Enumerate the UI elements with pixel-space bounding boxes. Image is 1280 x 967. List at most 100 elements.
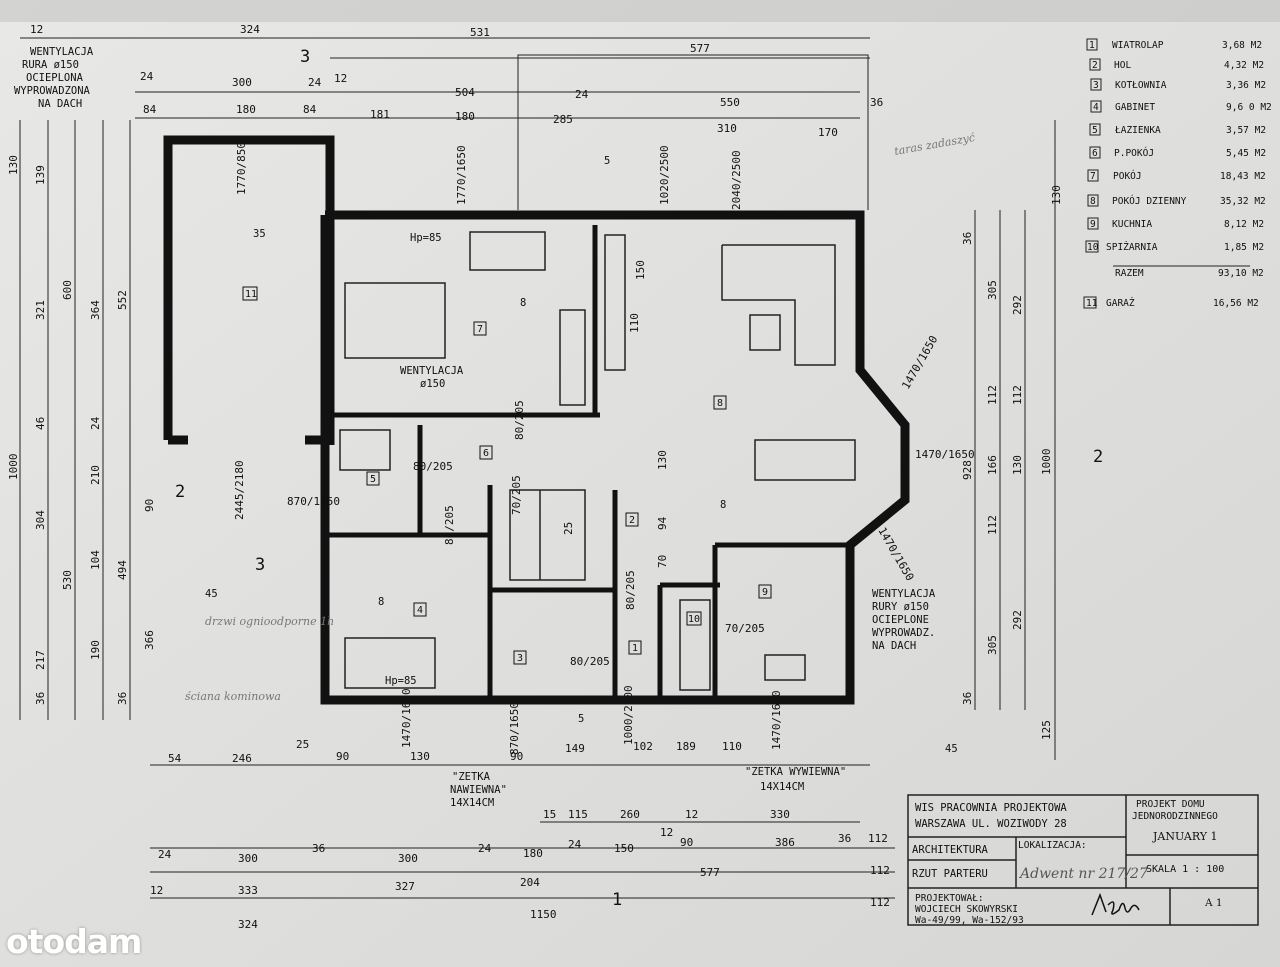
svg-text:324: 324 [240, 23, 260, 36]
svg-text:12: 12 [685, 808, 698, 821]
svg-text:305: 305 [986, 280, 999, 300]
svg-text:1,85 M2: 1,85 M2 [1224, 242, 1264, 253]
svg-text:166: 166 [986, 455, 999, 475]
svg-text:"ZETKA: "ZETKA [452, 771, 491, 783]
svg-text:45: 45 [945, 743, 958, 755]
svg-text:A 1: A 1 [1204, 897, 1223, 909]
svg-text:1470/1650: 1470/1650 [400, 688, 413, 748]
svg-text:3: 3 [300, 47, 310, 67]
svg-text:JEDNORODZINNEGO: JEDNORODZINNEGO [1132, 811, 1218, 822]
svg-text:PROJEKTOWAŁ:: PROJEKTOWAŁ: [915, 893, 984, 904]
svg-text:1770/1650: 1770/1650 [455, 145, 468, 205]
svg-text:292: 292 [1011, 295, 1024, 315]
svg-text:16,56 M2: 16,56 M2 [1213, 298, 1259, 309]
svg-text:1770/850: 1770/850 [235, 142, 248, 195]
svg-text:93,10 M2: 93,10 M2 [1218, 268, 1264, 279]
svg-text:24: 24 [478, 842, 492, 855]
svg-text:321: 321 [34, 300, 47, 320]
title-block: WIS PRACOWNIA PROJEKTOWA WARSZAWA UL. WO… [907, 794, 1259, 926]
svg-text:24: 24 [575, 88, 589, 101]
svg-text:SPIŻARNIA: SPIŻARNIA [1106, 242, 1158, 253]
svg-text:125: 125 [1040, 720, 1053, 740]
svg-text:84: 84 [143, 103, 157, 116]
svg-text:12: 12 [660, 826, 673, 839]
svg-text:70/205: 70/205 [725, 622, 765, 635]
svg-text:112: 112 [986, 515, 999, 535]
svg-text:54: 54 [168, 752, 182, 765]
svg-text:550: 550 [720, 96, 740, 109]
svg-text:WENTYLACJA: WENTYLACJA [872, 588, 936, 600]
svg-text:36: 36 [116, 692, 129, 705]
svg-text:7: 7 [477, 324, 483, 335]
svg-text:2: 2 [1092, 60, 1098, 71]
svg-text:150: 150 [614, 842, 634, 855]
svg-text:2: 2 [175, 482, 185, 502]
svg-text:104: 104 [89, 550, 102, 570]
svg-text:130: 130 [1050, 185, 1063, 205]
svg-text:Adwent nr 217/27: Adwent nr 217/27 [1018, 866, 1148, 882]
svg-text:RURA ø150: RURA ø150 [22, 59, 79, 71]
svg-text:285: 285 [553, 113, 573, 126]
svg-text:300: 300 [398, 852, 418, 865]
svg-text:150: 150 [634, 260, 647, 280]
svg-text:324: 324 [238, 918, 258, 931]
svg-text:304: 304 [34, 510, 47, 530]
svg-text:6: 6 [483, 448, 489, 459]
svg-text:NA DACH: NA DACH [872, 640, 916, 652]
svg-text:GARAŻ: GARAŻ [1106, 298, 1135, 309]
svg-text:180: 180 [236, 103, 256, 116]
svg-text:OCIEPLONA: OCIEPLONA [26, 72, 84, 84]
left-dimensions: 130 139 600 321 364 552 1000 304 210 90 … [7, 155, 156, 705]
svg-text:3,57 M2: 3,57 M2 [1226, 125, 1266, 136]
svg-text:531: 531 [470, 26, 490, 39]
svg-text:NA DACH: NA DACH [38, 98, 82, 110]
svg-text:1000/2500: 1000/2500 [622, 685, 635, 745]
svg-text:12: 12 [150, 884, 163, 897]
svg-text:180: 180 [523, 847, 543, 860]
svg-text:WENTYLACJA: WENTYLACJA [400, 365, 464, 377]
dimension-lines [19, 37, 1056, 899]
svg-text:928: 928 [961, 460, 974, 480]
svg-text:1150: 1150 [530, 908, 557, 921]
svg-text:210: 210 [89, 465, 102, 485]
terrace-outline [517, 54, 869, 210]
svg-text:WYPROWADZ.: WYPROWADZ. [872, 627, 935, 639]
svg-text:POKÓJ: POKÓJ [1113, 170, 1142, 182]
svg-text:LOKALIZACJA:: LOKALIZACJA: [1018, 840, 1087, 851]
svg-text:8: 8 [520, 297, 526, 309]
svg-text:112: 112 [1011, 385, 1024, 405]
svg-text:2040/2500: 2040/2500 [730, 150, 743, 210]
svg-text:14X14CM: 14X14CM [760, 781, 804, 793]
svg-text:drzwi ognioodporne 1h: drzwi ognioodporne 1h [205, 615, 334, 628]
svg-text:70/205: 70/205 [510, 475, 523, 515]
svg-text:115: 115 [568, 808, 588, 821]
svg-text:90: 90 [510, 750, 523, 763]
svg-text:14X14CM: 14X14CM [450, 797, 494, 809]
svg-text:ø150: ø150 [420, 378, 445, 390]
svg-text:JANUARY 1: JANUARY 1 [1152, 830, 1218, 843]
svg-text:327: 327 [395, 880, 415, 893]
svg-text:3,36 M2: 3,36 M2 [1226, 80, 1266, 91]
svg-text:24: 24 [140, 70, 154, 83]
svg-text:12: 12 [30, 23, 43, 36]
svg-text:577: 577 [690, 42, 710, 55]
svg-text:577: 577 [700, 866, 720, 879]
svg-text:25: 25 [562, 522, 575, 535]
svg-text:5,45 M2: 5,45 M2 [1226, 148, 1266, 159]
svg-text:WENTYLACJA: WENTYLACJA [30, 46, 94, 58]
svg-text:HOL: HOL [1114, 60, 1131, 71]
svg-text:217: 217 [34, 650, 47, 670]
svg-text:90: 90 [143, 499, 156, 512]
svg-text:24: 24 [89, 416, 102, 430]
svg-text:112: 112 [870, 896, 890, 909]
svg-text:8,12 M2: 8,12 M2 [1224, 219, 1264, 230]
svg-text:KUCHNIA: KUCHNIA [1112, 219, 1152, 230]
svg-text:36: 36 [838, 832, 851, 845]
svg-text:80/205: 80/205 [513, 400, 526, 440]
svg-text:300: 300 [232, 76, 252, 89]
svg-text:204: 204 [520, 876, 540, 889]
svg-text:600: 600 [61, 280, 74, 300]
svg-text:36: 36 [34, 692, 47, 705]
